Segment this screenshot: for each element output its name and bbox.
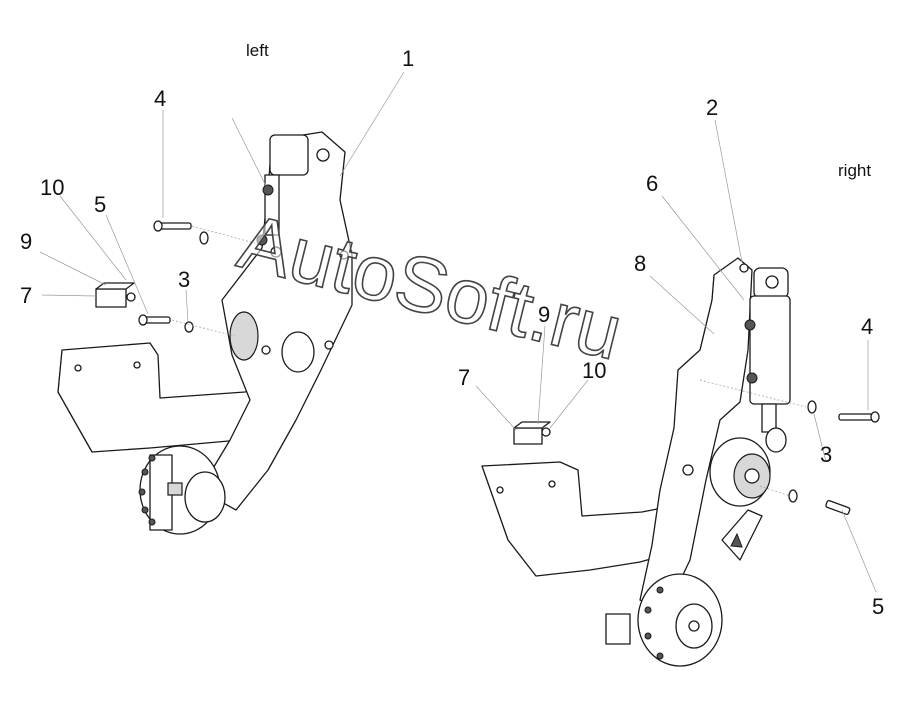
left-bracket-plate: [199, 131, 353, 511]
right-hub-stud: [656, 586, 664, 594]
callout-7-right: 7: [458, 365, 470, 390]
right-bolt-5: [825, 499, 851, 515]
left-bracket-large-hole: [281, 331, 315, 373]
left-bracket-hole: [261, 345, 271, 355]
callout-8: 8: [634, 251, 646, 276]
right-block-nut: [541, 427, 551, 437]
leader-9-left: [39, 251, 107, 286]
left-hub-stud: [148, 454, 156, 462]
leader-7-left: [41, 294, 97, 297]
left-hub-stud: [148, 518, 156, 526]
right-bracket-plate: [639, 257, 753, 611]
right-cylinder-eye: [765, 427, 787, 453]
right-warning-placard: [721, 509, 763, 561]
left-washer: [199, 231, 209, 245]
warning-triangle-icon: [730, 532, 743, 548]
right-hub-connector: [605, 613, 631, 645]
left-upper-pivot: [269, 134, 309, 176]
left-bracket-hole: [339, 250, 349, 260]
leader-grease-left: [231, 117, 267, 187]
leader-lines: [39, 71, 877, 593]
callout-4-right: 4: [861, 314, 873, 339]
right-bracket-hole: [682, 464, 694, 476]
callout-7-left: 7: [20, 283, 32, 308]
leader-6: [661, 195, 745, 301]
right-sensor-center: [744, 468, 760, 484]
left-bolt-head: [153, 220, 163, 232]
callout-10-right: 10: [582, 358, 606, 383]
callout-5-left: 5: [94, 192, 106, 217]
right-bolt-4: [838, 413, 876, 421]
right-grease-fitting: [744, 319, 756, 331]
callout-2: 2: [706, 95, 718, 120]
right-block-7: [513, 427, 543, 445]
left-block-7: [95, 288, 127, 308]
right-cylinder-body: [749, 295, 791, 405]
right-bracket-edge: [699, 274, 715, 351]
left-bolt-head: [138, 314, 148, 326]
callout-6: 6: [646, 171, 658, 196]
callout-3-left: 3: [178, 267, 190, 292]
callout-3-right: 3: [820, 442, 832, 467]
left-block-top: [95, 282, 135, 290]
right-upper-pin: [765, 275, 779, 289]
leader-3-right: [813, 413, 827, 463]
left-bracket-slot: [229, 311, 259, 361]
callout-1: 1: [402, 46, 414, 71]
left-assembly-line: [171, 319, 236, 337]
left-grease-fitting: [256, 234, 268, 246]
leader-7-right: [475, 385, 517, 431]
leader-10-right: [549, 379, 589, 429]
right-base-hole: [496, 486, 504, 494]
leader-8: [649, 275, 715, 335]
right-hub-stud: [656, 652, 664, 660]
callout-5-right: 5: [872, 594, 884, 619]
left-grease-fitting: [262, 184, 274, 196]
leader-1: [339, 71, 405, 177]
right-hub-stud: [644, 632, 652, 640]
right-bolt-head: [870, 411, 880, 423]
right-block-top: [513, 421, 551, 429]
callout-4-left: 4: [154, 86, 166, 111]
left-assembly-line: [191, 225, 259, 245]
left-hub-cap: [184, 471, 226, 523]
right-washer: [788, 489, 798, 503]
right-base-edge: [481, 465, 537, 577]
left-bracket-hole: [316, 148, 330, 162]
side-label-left: left: [246, 41, 269, 60]
left-hub-stud: [141, 468, 149, 476]
left-hub-stud: [138, 488, 146, 496]
left-assembly: [57, 131, 353, 535]
left-base-hole: [74, 364, 82, 372]
callout-9-left: 9: [20, 229, 32, 254]
left-hub-stud: [141, 506, 149, 514]
right-hub-center: [688, 620, 700, 632]
left-block-nut: [126, 292, 136, 302]
callout-10-left: 10: [40, 175, 64, 200]
callout-9-right: 9: [538, 302, 550, 327]
left-base-edge: [57, 349, 93, 453]
right-grease-fitting: [746, 372, 758, 384]
right-hub-stud: [644, 606, 652, 614]
right-assembly: [481, 257, 880, 667]
right-washer: [807, 400, 817, 414]
left-bracket-hole: [324, 340, 334, 350]
leader-9-right: [537, 325, 546, 425]
leader-5-right: [841, 509, 877, 593]
callouts: left right 1 4 10 5 9 3 7 2 6 8 4 9 10 7…: [20, 41, 884, 619]
left-bracket-hole: [270, 246, 282, 258]
left-hub-nut: [167, 482, 183, 496]
right-base-hole: [548, 480, 556, 488]
leader-10-left: [59, 195, 127, 281]
side-label-right: right: [838, 161, 871, 180]
leader-5-left: [105, 214, 149, 315]
left-washer: [184, 321, 194, 333]
leader-3-left: [185, 289, 189, 323]
right-assembly-line: [759, 485, 791, 497]
left-base-hole: [133, 361, 141, 369]
right-bracket-hole: [739, 263, 749, 273]
leader-2: [714, 119, 743, 263]
